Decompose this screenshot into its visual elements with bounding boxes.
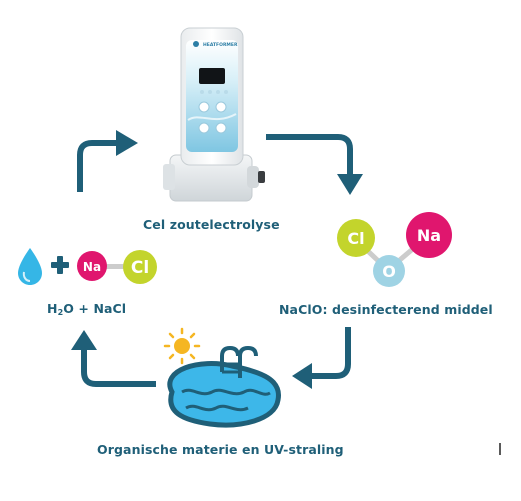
arrow-to-h2o bbox=[81, 348, 156, 387]
organic-uv-label: Organische materie en UV-straling bbox=[97, 442, 344, 457]
water-drop-icon bbox=[18, 248, 42, 285]
cl-atom-label: Cl bbox=[347, 229, 364, 248]
pool-icon bbox=[167, 345, 281, 428]
o-atom-label: O bbox=[382, 262, 396, 281]
naclo-molecule: Cl O Na bbox=[337, 212, 452, 287]
nacl-molecule: Na Cl bbox=[77, 250, 157, 284]
power-button bbox=[198, 122, 210, 134]
plus-icon bbox=[51, 256, 69, 274]
plus-button bbox=[215, 101, 227, 113]
device-brand-text: HEATFORMER bbox=[203, 42, 238, 48]
arrow-to-pool bbox=[310, 327, 351, 379]
cl-atom-label: Cl bbox=[131, 258, 149, 278]
minus-button bbox=[198, 101, 210, 113]
electrolysis-cell-device: HEATFORMER bbox=[163, 27, 265, 202]
device-display bbox=[199, 68, 225, 84]
naclo-label: NaClO: desinfecterend middel bbox=[279, 302, 493, 317]
arrow-to-naclo bbox=[266, 134, 353, 176]
na-atom-label: Na bbox=[83, 260, 101, 274]
sun-icon bbox=[163, 327, 201, 365]
h2o-nacl-label: H2O + NaCl bbox=[47, 301, 127, 317]
na-atom-label: Na bbox=[417, 226, 441, 245]
mode-button bbox=[215, 122, 227, 134]
cell-label: Cel zoutelectrolyse bbox=[143, 217, 280, 232]
arrow-to-cell bbox=[77, 140, 118, 192]
